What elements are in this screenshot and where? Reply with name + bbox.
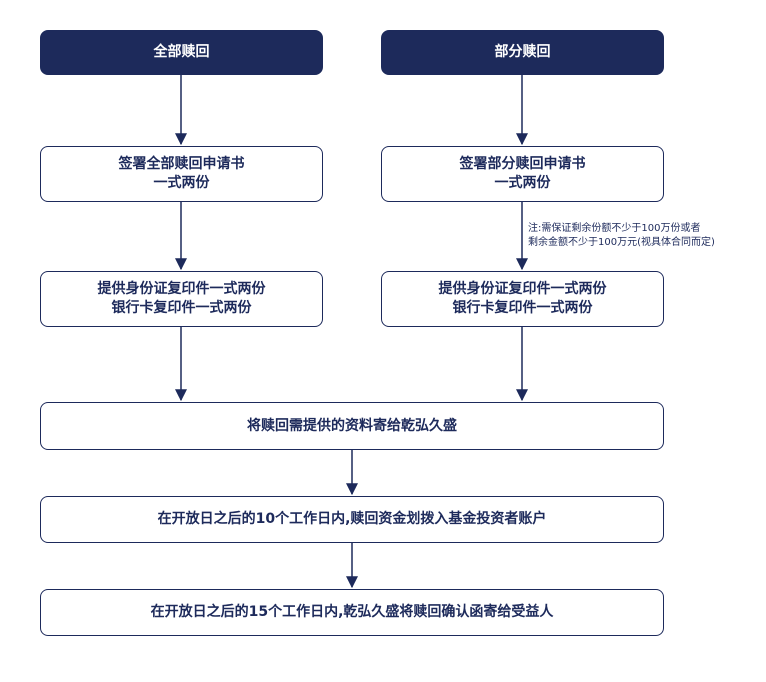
node-copies-left-line1: 提供身份证复印件一式两份 [97,281,266,297]
node-sign-partial-line1: 签署部分赎回申请书 [459,156,586,172]
node-sign-full: 签署全部赎回申请书 一式两份 [40,146,323,202]
note-line2: 剩余金额不少于100万元(视具体合同而定) [528,237,715,248]
node-copies-right: 提供身份证复印件一式两份 银行卡复印件一式两份 [381,271,664,327]
node-partial-redemption-label: 部分赎回 [494,44,551,60]
node-transfer-funds: 在开放日之后的10个工作日内,赎回资金划拨入基金投资者账户 [40,496,664,543]
note-line1: 注:需保证剩余份额不少于100万份或者 [528,223,701,234]
node-send-documents-label: 将赎回需提供的资料寄给乾弘久盛 [247,417,457,434]
node-sign-full-line1: 签署全部赎回申请书 [118,156,245,172]
node-transfer-funds-label: 在开放日之后的10个工作日内,赎回资金划拨入基金投资者账户 [157,511,547,527]
node-copies-right-line1: 提供身份证复印件一式两份 [438,281,607,297]
node-confirmation-letter: 在开放日之后的15个工作日内,乾弘久盛将赎回确认函寄给受益人 [40,589,664,636]
node-copies-left-line2: 银行卡复印件一式两份 [111,300,252,316]
note-minimum-holding: 注:需保证剩余份额不少于100万份或者 剩余金额不少于100万元(视具体合同而定… [528,222,715,250]
node-full-redemption: 全部赎回 [40,30,323,75]
node-copies-left: 提供身份证复印件一式两份 银行卡复印件一式两份 [40,271,323,327]
node-sign-full-line2: 一式两份 [153,175,210,191]
node-send-documents: 将赎回需提供的资料寄给乾弘久盛 [40,402,664,450]
node-partial-redemption: 部分赎回 [381,30,664,75]
node-sign-partial: 签署部分赎回申请书 一式两份 [381,146,664,202]
node-full-redemption-label: 全部赎回 [153,44,210,60]
node-copies-right-line2: 银行卡复印件一式两份 [452,300,593,316]
node-confirmation-letter-label: 在开放日之后的15个工作日内,乾弘久盛将赎回确认函寄给受益人 [150,604,554,620]
node-sign-partial-line2: 一式两份 [494,175,551,191]
